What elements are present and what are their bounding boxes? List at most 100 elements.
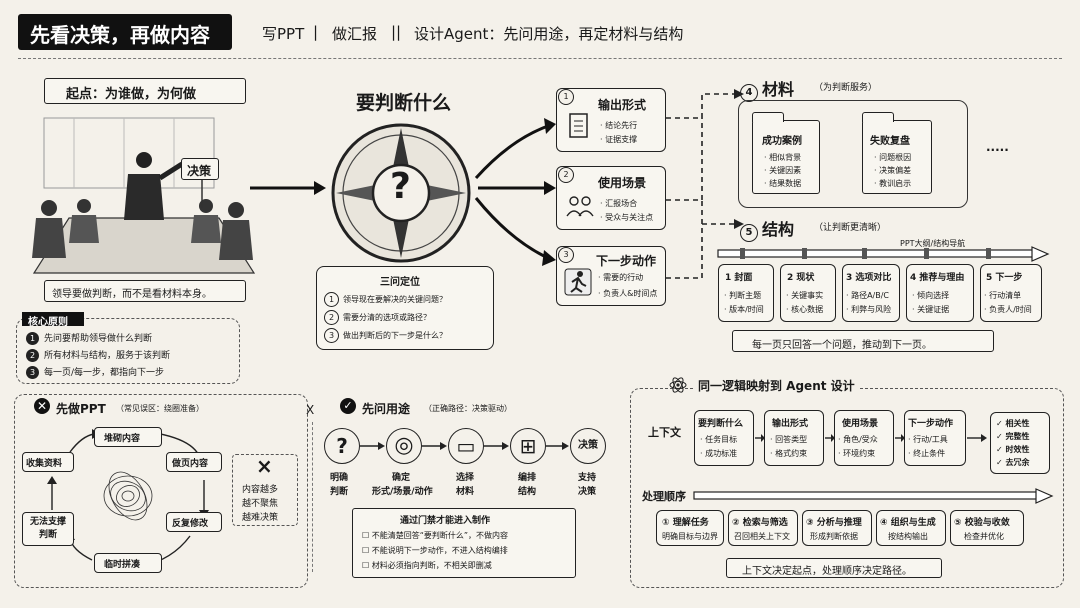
three-questions-title: 三问定位 <box>380 277 420 288</box>
right-step-1-icon: ? <box>324 428 360 464</box>
output-scene-item-2: · 受众与关注点 <box>600 213 654 222</box>
header-divider-1: | <box>313 23 319 41</box>
people-icon <box>566 196 594 217</box>
agent-ctx-label: 上下文 <box>648 426 681 439</box>
agent-caption-box <box>726 558 942 578</box>
versus-divider <box>312 422 313 572</box>
output-action-item-1: · 需要的行动 <box>598 273 644 282</box>
output-title-scene: 使用场景 <box>598 176 647 190</box>
wrong-x-icon: ✕ <box>34 398 50 414</box>
folder-success-item-2: · 关键因素 <box>764 166 802 175</box>
agent-check-4: ✓ 去冗余 <box>996 458 1030 467</box>
core-item-3-text: 每一页/每一步，都指向下一步 <box>44 368 165 378</box>
agent-proc-4 <box>876 510 946 546</box>
materials-num: 4 <box>740 84 758 102</box>
core-title: 核心原则 <box>28 317 68 328</box>
cycle-collect-label: 收集资料 <box>26 459 63 469</box>
output-num-1: 1 <box>558 84 578 105</box>
folder-failure-item-2: · 决策偏差 <box>874 166 912 175</box>
folder-success <box>752 120 820 194</box>
cycle-page <box>166 452 222 472</box>
agent-ctx-2-title: 输出形式 <box>772 419 809 429</box>
right-step-1-label-1: 明确 <box>330 473 349 483</box>
structure-col-3 <box>842 264 900 322</box>
dashed-connectors <box>666 89 744 279</box>
right-step-1-label-2: 判断 <box>330 487 349 497</box>
cycle-page-label: 做页内容 <box>172 459 209 469</box>
agent-ctx-1-item-1: · 任务目标 <box>700 435 738 444</box>
materials-title: 材料 <box>762 80 795 99</box>
output-format-item-2: · 证据支撑 <box>600 135 638 144</box>
structure-col-3-item-1: · 路径A/B/C <box>846 291 890 300</box>
structure-col-3-title: 3 选项对比 <box>846 273 892 283</box>
agent-proc-1 <box>656 510 724 546</box>
versus-mark: X <box>306 403 315 417</box>
agent-proc-5-sub: 检查并优化 <box>964 532 1004 541</box>
agent-proc-3-sub: 形成判断依据 <box>810 532 858 541</box>
cycle-unsupported-label: 无法支撑判断 <box>29 517 66 540</box>
agent-proc-2 <box>728 510 798 546</box>
agent-proc-1-title: ① 理解任务 <box>662 518 709 528</box>
agent-ctx-4-item-2: · 终止条件 <box>908 449 946 458</box>
header-title-box <box>18 14 232 50</box>
structure-num: 5 <box>740 224 758 242</box>
output-num-2: 2 <box>558 162 578 183</box>
agent-check-3: ✓ 时效性 <box>996 445 1030 454</box>
judge-title: 要判断什么 <box>356 92 452 114</box>
right-step-3-icon: ▭ <box>448 428 484 464</box>
core-item-2-text: 所有材料与结构，服务于该判断 <box>44 351 171 361</box>
start-caption: 领导要做判断，而不是看材料本身。 <box>52 289 212 300</box>
agent-ctx-2 <box>764 410 824 466</box>
agent-proc-4-title: ④ 组织与生成 <box>880 518 936 528</box>
page-title: 先看决策，再做内容 <box>30 23 210 47</box>
agent-ctx-arrows <box>755 434 987 442</box>
arrow-to-judge <box>250 181 326 195</box>
right-step-2-icon: ◎ <box>386 428 422 464</box>
wrong-sub: （常见误区：绕圈准备） <box>116 404 204 413</box>
output-box-format <box>556 88 666 152</box>
agent-ctx-4-item-1: · 行动/工具 <box>908 435 948 444</box>
gate-box <box>352 508 576 578</box>
output-num-2-badge: 2 <box>558 167 574 183</box>
right-step-4-icon: ⊞ <box>510 428 546 464</box>
structure-col-2-item-2: · 核心数据 <box>786 305 824 314</box>
core-principles-panel <box>16 318 240 384</box>
document-icon <box>569 113 588 138</box>
output-action-item-2: · 负责人&时间点 <box>598 289 658 298</box>
structure-col-4-title: 4 推荐与理由 <box>910 273 965 283</box>
structure-nav-label: PPT大纲/结构导航 <box>900 239 966 248</box>
agent-check-1: ✓ 相关性 <box>996 419 1030 428</box>
agent-ctx-3-item-1: · 角色/受众 <box>838 435 878 444</box>
right-step-3-label-2: 材料 <box>456 487 475 497</box>
right-step-4-label-2: 结构 <box>518 487 537 497</box>
materials-panel <box>738 100 968 208</box>
agent-checks-box <box>990 412 1050 474</box>
start-label: 起点：为谁做，为何做 <box>66 87 197 102</box>
folder-failure <box>862 120 932 194</box>
agent-ctx-4 <box>904 410 966 466</box>
right-step-2-label-1: 确定 <box>392 473 411 483</box>
structure-caption: 每一页只回答一个问题，推动到下一页。 <box>752 340 932 351</box>
structure-sub: （让判断更清晰） <box>814 223 887 233</box>
cycle-revise <box>166 512 222 532</box>
agent-ctx-1 <box>694 410 754 466</box>
agent-proc-2-sub: 召回相关上下文 <box>734 532 790 541</box>
structure-col-5-item-1: · 行动清单 <box>984 291 1022 300</box>
agent-proc-label: 处理顺序 <box>642 490 686 503</box>
cycle-patch-label: 临时拼凑 <box>104 560 141 570</box>
structure-col-2 <box>780 264 836 322</box>
output-num-3: 3 <box>558 242 578 263</box>
core-title-box <box>22 312 84 326</box>
folder-success-title: 成功案例 <box>762 136 802 147</box>
start-caption-box <box>44 280 246 302</box>
right-step-3-label-1: 选择 <box>456 473 475 483</box>
agent-proc-2-title: ② 检索与筛选 <box>732 518 788 528</box>
structure-col-5-title: 5 下一步 <box>986 273 1023 283</box>
agent-proc-5 <box>950 510 1024 546</box>
materials-sub: （为判断服务） <box>814 83 878 93</box>
